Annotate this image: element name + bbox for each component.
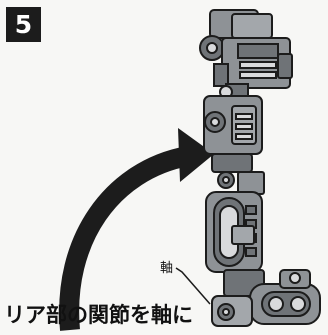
step-number-badge: 5	[6, 7, 41, 42]
model-part	[199, 9, 321, 327]
pivot-callout-label: 軸	[160, 261, 174, 276]
direction-arrow-icon	[59, 128, 214, 331]
callout-leader-line	[175, 267, 211, 305]
instruction-caption: リア部の関節を軸に	[4, 303, 193, 327]
